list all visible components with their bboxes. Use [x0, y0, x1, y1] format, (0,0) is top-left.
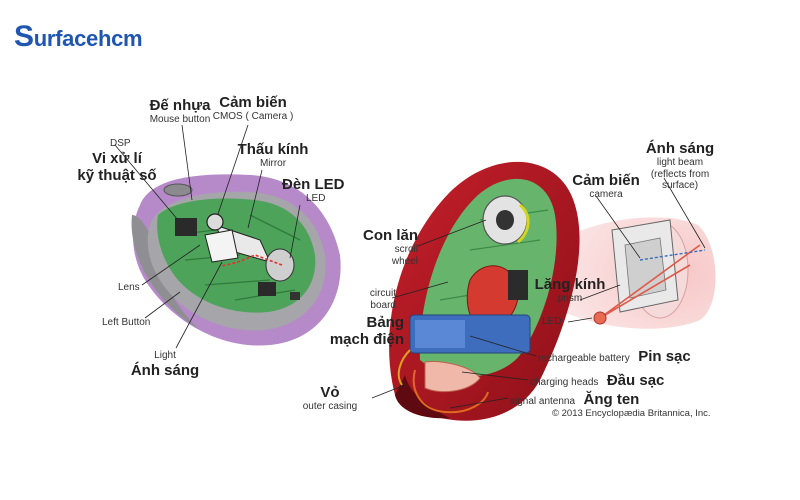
label-ang-ten: signal antenna Ăng ten [510, 391, 639, 409]
cmos-camera-en: CMOS ( Camera ) [212, 111, 294, 123]
scroll-wheel-hub [496, 210, 514, 230]
prism-inner [624, 237, 667, 299]
brand-logo: Surfacehcm [14, 20, 143, 54]
red-light-path [221, 254, 283, 267]
lens-en: Lens [118, 282, 140, 293]
mirror-en: Mirror [259, 158, 287, 170]
label-bang-mach-dien: Bảng mạch điện [318, 314, 404, 349]
cam-bien-right-vn: Cảm biến [572, 172, 640, 189]
camera-ray [639, 249, 706, 261]
mouse-button-en: Mouse button [149, 114, 211, 126]
label-con-lan: Con lăn scroll wheel [338, 227, 418, 267]
signal-antenna-en: signal antenna [510, 396, 576, 407]
scroll-wheel-arrow [516, 203, 530, 244]
dau-sac-vn: Đầu sạc [606, 372, 665, 389]
label-circuit-board: circuit board [320, 288, 396, 311]
de-nhua-vn: Đế nhựa [149, 97, 211, 114]
label-dsp: DSP [110, 138, 131, 150]
outer-casing-en: outer casing [302, 401, 358, 413]
label-thau-kinh: Thấu kính Mirror [228, 141, 318, 170]
reflects-from-en: (reflects from [650, 168, 710, 180]
signal-antenna-coil [412, 369, 489, 414]
surface-en: surface) [661, 180, 699, 192]
left-leader-lines [114, 124, 301, 349]
lang-kinh-vn: Lăng kính [534, 276, 606, 293]
wires [397, 349, 411, 386]
con-lan-vn: Con lăn [363, 227, 418, 244]
anh-sang-right-vn: Ánh sáng [645, 140, 715, 157]
scroll-en: scroll [394, 244, 418, 256]
led-left-en: LED [306, 193, 326, 205]
pin-sac-vn: Pin sạc [638, 348, 691, 365]
circuit-en: circuit [369, 288, 396, 299]
mach-dien-vn: mạch điện [329, 331, 404, 349]
left-button-en: Left Button [102, 317, 151, 328]
label-led-right: LED [542, 316, 561, 328]
light-en: Light [154, 350, 176, 361]
rechargeable-battery-en: rechargeable battery [538, 353, 630, 364]
camera-en: camera [589, 189, 623, 201]
bang-vn: Bảng [366, 314, 405, 331]
copyright-notice: © 2013 Encyclopædia Britannica, Inc. [552, 408, 711, 419]
dsp-en: DSP [110, 138, 131, 149]
label-lens: Lens [118, 282, 140, 294]
label-vo: Vỏ outer casing [290, 384, 370, 413]
charging-heads-en: charging heads [530, 377, 599, 388]
anh-sang-left-vn: Ánh sáng [130, 361, 200, 379]
chip-3 [290, 292, 300, 300]
label-anh-sang-right: Ánh sáng light beam (reflects from surfa… [630, 140, 730, 192]
cmos-sensor [206, 213, 224, 231]
led-right-en: LED [542, 316, 562, 327]
board-en: board [370, 299, 396, 311]
beam-rays [599, 244, 701, 319]
optical-mouse-illustration [114, 124, 341, 349]
ic-chip [508, 270, 528, 300]
chip-2 [258, 282, 276, 296]
ang-ten-vn: Ăng ten [583, 391, 640, 408]
wheel-en: wheel [391, 255, 418, 267]
brand-logo-text: urfacehcm [33, 26, 143, 51]
right-led [593, 311, 607, 325]
casing-shadow [395, 375, 450, 419]
lens-housing [204, 229, 239, 263]
dsp-chip [175, 218, 197, 236]
vi-xu-li-vn: Vi xử lí [92, 150, 142, 167]
label-de-nhua: Đế nhựa Mouse button [130, 97, 230, 126]
label-lang-kinh: Lăng kính prism [530, 276, 610, 305]
right-leader-lines [371, 177, 706, 409]
light-beam-en: light beam [656, 157, 704, 169]
label-anh-sang-left: Light Ánh sáng [125, 350, 205, 379]
label-left-button: Left Button [102, 317, 150, 329]
charging-heads-graphic [424, 361, 481, 393]
den-led-vn: Đèn LED [282, 176, 345, 193]
scroll-wheel-bump [163, 183, 193, 197]
label-dau-sac: charging heads Đầu sạc [530, 372, 664, 390]
ky-thuat-so-vn: kỹ thuật số [77, 167, 157, 185]
label-den-led: Đèn LED LED [282, 176, 345, 205]
prism-en: prism [557, 293, 583, 305]
cam-bien-left-vn: Cảm biến [219, 94, 287, 111]
label-cam-bien-left: Cảm biến CMOS ( Camera ) [198, 94, 308, 123]
label-vi-xu-li: Vi xử lí kỹ thuật số [72, 150, 162, 185]
thau-kinh-vn: Thấu kính [237, 141, 309, 158]
label-cam-bien-right: Cảm biến camera [566, 172, 646, 201]
label-pin-sac: rechargeable battery Pin sạc [538, 348, 691, 366]
brand-logo-initial: S [14, 20, 34, 53]
vo-vn: Vỏ [320, 384, 340, 401]
battery-cell [415, 320, 465, 348]
wireless-mouse-illustration [371, 161, 716, 421]
